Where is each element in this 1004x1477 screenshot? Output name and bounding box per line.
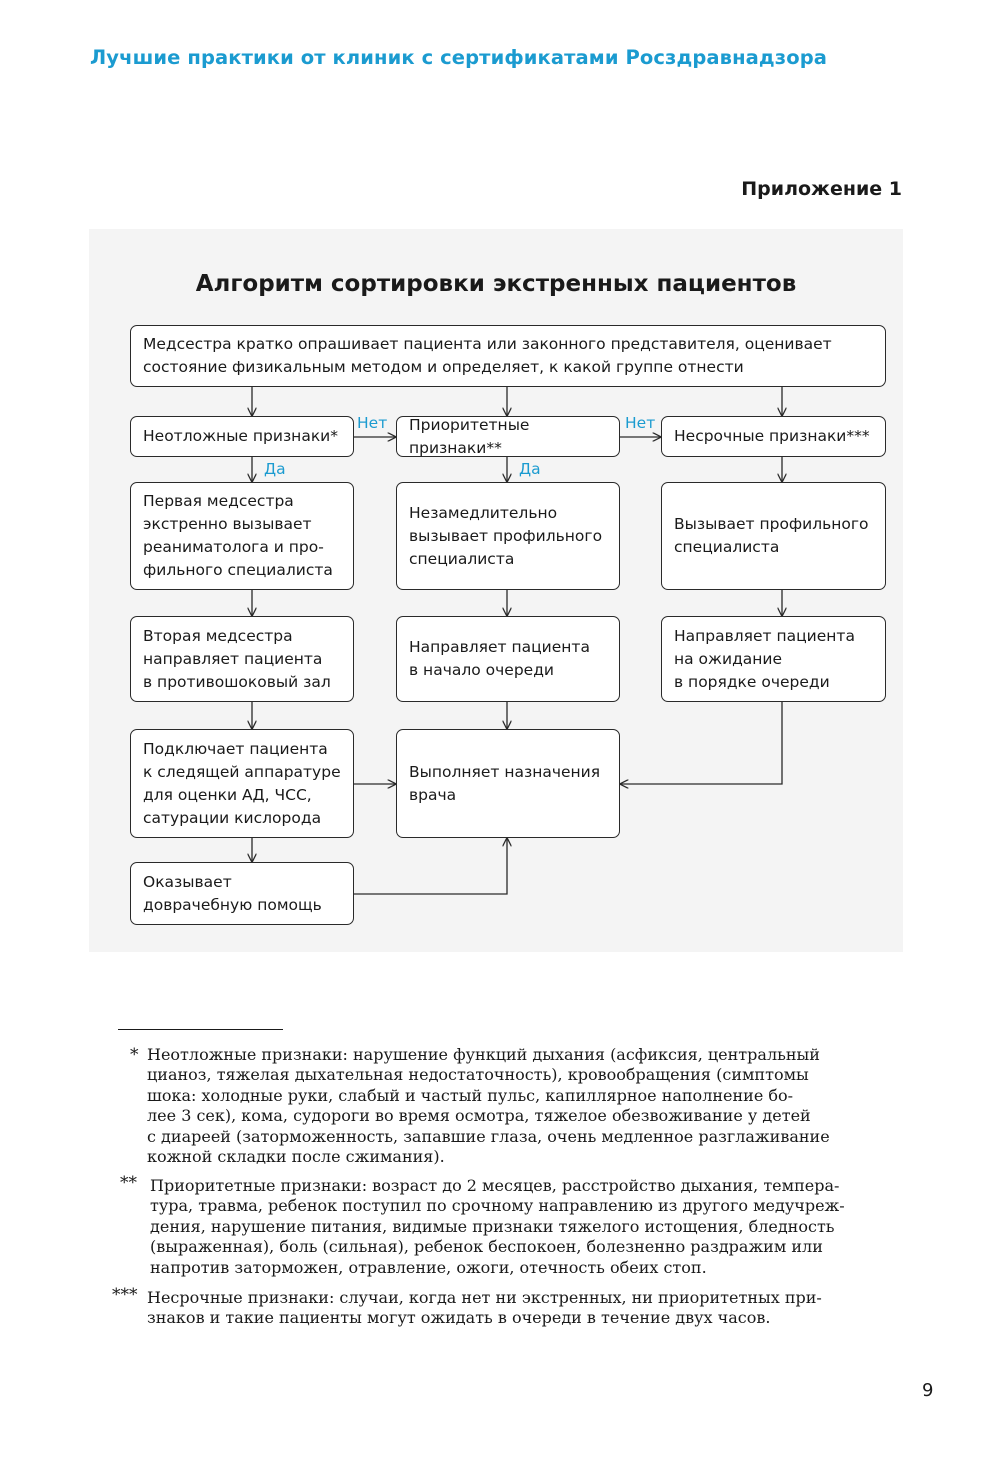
label-no-1: Нет: [357, 414, 388, 432]
label-yes-2: Да: [519, 460, 541, 478]
arrow-firstaid-to-exec: [354, 838, 507, 895]
execution-box: Выполняет назначения врача: [396, 729, 620, 838]
nonurgent-step-1: Вызывает профильного специалиста: [661, 482, 886, 590]
priority-signs-box: Приоритетные признаки**: [396, 416, 620, 457]
priority-step-1: Незамедлительно вызывает профильного спе…: [396, 482, 620, 590]
footnote-2: Приоритетные признаки: возраст до 2 меся…: [150, 1176, 845, 1277]
assessment-box: Медсестра кратко опрашивает пациента или…: [130, 325, 886, 387]
footnote-mark-3: ***: [112, 1285, 138, 1305]
footnote-mark-1: *: [130, 1045, 139, 1065]
footnote-mark-2: **: [120, 1173, 137, 1193]
label-yes-1: Да: [264, 460, 286, 478]
nonurgent-signs-box: Несрочные признаки***: [661, 416, 886, 457]
page-number: 9: [922, 1380, 934, 1401]
footnote-3: Несрочные признаки: случаи, когда нет ни…: [147, 1288, 822, 1328]
urgent-step-2: Вторая медсестра направляет пациента в п…: [130, 616, 354, 702]
urgent-step-3: Подключает пациента к следящей аппаратур…: [130, 729, 354, 838]
urgent-step-1: Первая медсестра экстренно вызывает реан…: [130, 482, 354, 590]
label-no-2: Нет: [625, 414, 656, 432]
urgent-signs-box: Неотложные признаки*: [130, 416, 354, 457]
arrow-nonurgent-to-exec: [620, 702, 783, 784]
nonurgent-step-2: Направляет пациента на ожидание в порядк…: [661, 616, 886, 702]
footnote-rule: [118, 1029, 283, 1030]
appendix-label: Приложение 1: [741, 178, 902, 200]
urgent-step-4: Оказывает доврачебную помощь: [130, 862, 354, 925]
running-header: Лучшие практики от клиник с сертификатам…: [90, 46, 828, 69]
flowchart-connectors: [89, 387, 903, 895]
footnote-1: Неотложные признаки: нарушение функций д…: [147, 1045, 830, 1167]
priority-step-2: Направляет пациента в начало очереди: [396, 616, 620, 702]
flowchart-title: Алгоритм сортировки экстренных пациентов: [195, 271, 797, 297]
flowchart-panel: Алгоритм сортировки экстренных пациентов: [89, 229, 903, 952]
